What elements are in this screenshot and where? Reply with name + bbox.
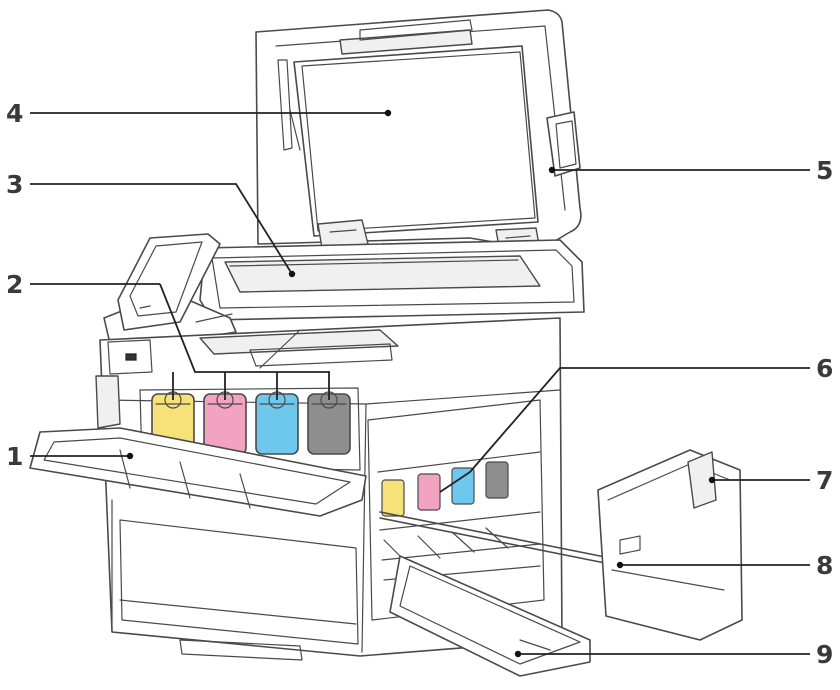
callout-label-8: 8 [816, 551, 833, 580]
callout-line-6 [469, 367, 810, 473]
callout-label-3: 3 [6, 170, 23, 199]
scanner-lid [255, 9, 582, 253]
callout-dot-4 [384, 109, 392, 117]
toner-cartridge-magenta [203, 391, 247, 455]
toner-cartridge-cyan [255, 391, 299, 455]
document-cover-pad [293, 45, 539, 237]
callout-dot-8 [616, 561, 624, 569]
document-glass [224, 255, 541, 293]
callout-dot-5 [548, 166, 556, 174]
callout-dot-3 [288, 270, 296, 278]
callout-label-7: 7 [816, 466, 833, 495]
callout-label-6: 6 [816, 354, 833, 383]
paper-tray [111, 499, 359, 661]
right-side-door [389, 555, 591, 677]
control-panel [103, 233, 237, 353]
callout-label-9: 9 [816, 640, 833, 669]
toner-cartridge-black [307, 391, 351, 455]
front-door [29, 427, 367, 517]
callout-label-2: 2 [6, 270, 23, 299]
callout-lines [30, 109, 810, 658]
callout-line-6a [439, 471, 471, 493]
callout-line-3 [30, 183, 293, 275]
callout-label-1: 1 [6, 442, 23, 471]
callout-labels: 1 2 3 4 5 6 7 8 9 [6, 99, 833, 669]
imaging-units [367, 399, 545, 621]
callout-dot-1 [126, 452, 134, 460]
callout-label-5: 5 [816, 156, 833, 185]
callout-dot-7 [708, 476, 716, 484]
callout-dot-9 [514, 650, 522, 658]
callout-line-2a [159, 283, 330, 373]
waste-toner-container [597, 449, 743, 641]
scanner-unit [199, 239, 585, 321]
callout-label-4: 4 [6, 99, 23, 128]
